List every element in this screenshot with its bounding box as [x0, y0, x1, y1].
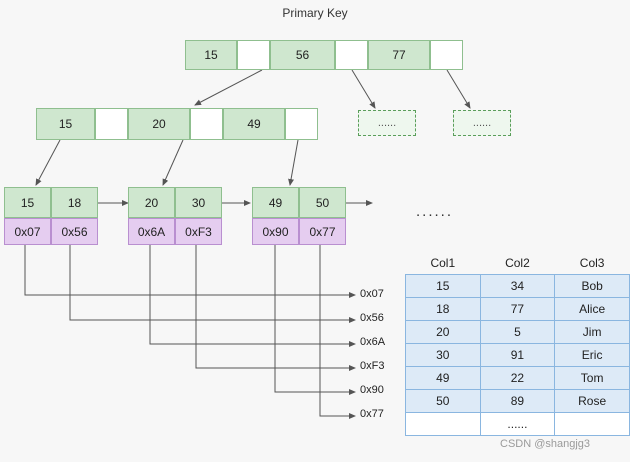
leaf1-pointer-1[interactable]: 0xF3 [175, 218, 222, 245]
leaf1-pointer-0[interactable]: 0x6A [128, 218, 175, 245]
cell-r2c0: 20 [405, 320, 481, 344]
row-pointer-label-4: 0x90 [360, 384, 384, 396]
cell-r5c0: 50 [405, 389, 481, 413]
internal-pointer-1[interactable] [190, 108, 223, 140]
cell-r2c2: Jim [554, 320, 630, 344]
row-pointer-label-3: 0xF3 [360, 360, 385, 372]
cell-r6c1: ...... [479, 412, 556, 436]
page-title: Primary Key [282, 6, 348, 20]
leaf2-key-1[interactable]: 50 [299, 187, 346, 218]
cell-r0c1: 34 [479, 274, 556, 298]
row-pointer-label-1: 0x56 [360, 312, 384, 324]
internal-key-2[interactable]: 49 [223, 108, 285, 140]
cell-r4c2: Tom [554, 366, 630, 390]
row-pointer-label-2: 0x6A [360, 336, 386, 348]
leaf0-key-0[interactable]: 15 [4, 187, 51, 218]
cell-r6c0 [405, 412, 481, 436]
leaf0-pointer-1[interactable]: 0x56 [51, 218, 98, 245]
watermark: CSDN @shangjg3 [500, 438, 591, 450]
leaf0-key-1[interactable]: 18 [51, 187, 98, 218]
root-key-2[interactable]: 77 [368, 40, 430, 70]
cell-r1c0: 18 [405, 297, 481, 321]
internal-key-0[interactable]: 15 [36, 108, 95, 140]
root-pointer-0[interactable] [237, 40, 270, 70]
cell-r3c0: 30 [405, 343, 481, 367]
cell-r3c1: 91 [479, 343, 556, 367]
row-pointer-label-5: 0x77 [360, 408, 384, 420]
table-row: 15 34 Bob [405, 274, 630, 298]
table-row: 30 91 Eric [405, 343, 630, 367]
placeholder-node-1: ...... [453, 110, 511, 136]
table-header-col2: Col2 [480, 252, 555, 275]
row-pointer-label-0: 0x07 [360, 288, 384, 300]
root-key-1[interactable]: 56 [270, 40, 335, 70]
table-row: 50 89 Rose [405, 389, 630, 413]
leaf1-key-0[interactable]: 20 [128, 187, 175, 218]
table-row-ellipsis: ...... [405, 412, 630, 436]
data-table: Col1 Col2 Col3 15 34 Bob 18 77 Alice 20 … [405, 252, 630, 436]
cell-r6c2 [554, 412, 630, 436]
cell-r0c2: Bob [554, 274, 630, 298]
cell-r4c1: 22 [479, 366, 556, 390]
table-header-col1: Col1 [405, 252, 481, 275]
root-pointer-1[interactable] [335, 40, 368, 70]
internal-pointer-2[interactable] [285, 108, 318, 140]
cell-r5c1: 89 [479, 389, 556, 413]
cell-r4c0: 49 [405, 366, 481, 390]
placeholder-node-0: ...... [358, 110, 416, 136]
leaf-chain-ellipsis: ...... [416, 203, 454, 220]
leaf2-pointer-0[interactable]: 0x90 [252, 218, 299, 245]
table-row: 20 5 Jim [405, 320, 630, 344]
leaf2-pointer-1[interactable]: 0x77 [299, 218, 346, 245]
leaf0-pointer-0[interactable]: 0x07 [4, 218, 51, 245]
cell-r1c1: 77 [479, 297, 556, 321]
internal-key-1[interactable]: 20 [128, 108, 190, 140]
table-row: 18 77 Alice [405, 297, 630, 321]
cell-r2c1: 5 [479, 320, 556, 344]
cell-r0c0: 15 [405, 274, 481, 298]
leaf1-key-1[interactable]: 30 [175, 187, 222, 218]
root-pointer-2[interactable] [430, 40, 463, 70]
cell-r1c2: Alice [554, 297, 630, 321]
table-header-row: Col1 Col2 Col3 [405, 252, 630, 275]
root-key-0[interactable]: 15 [185, 40, 237, 70]
cell-r3c2: Eric [554, 343, 630, 367]
internal-pointer-0[interactable] [95, 108, 128, 140]
table-header-col3: Col3 [554, 252, 630, 275]
cell-r5c2: Rose [554, 389, 630, 413]
table-row: 49 22 Tom [405, 366, 630, 390]
leaf2-key-0[interactable]: 49 [252, 187, 299, 218]
